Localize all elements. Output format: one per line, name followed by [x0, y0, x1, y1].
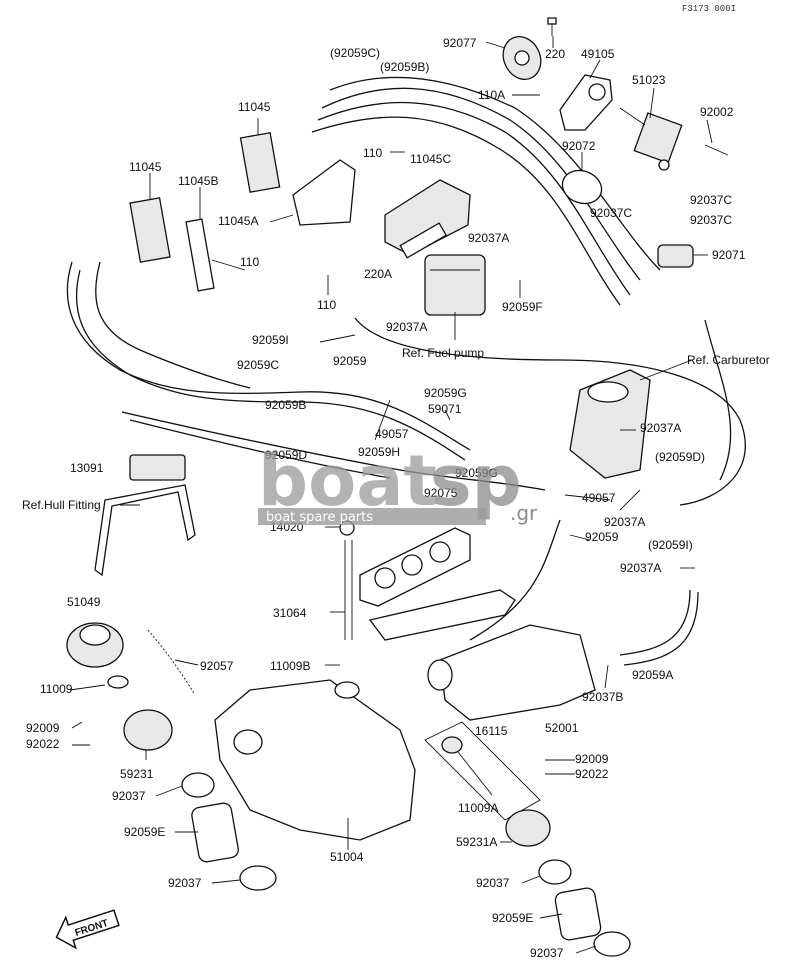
label-11045C: 11045C: [410, 152, 451, 166]
label-92037-b: 92037: [476, 876, 510, 890]
label-92071: 92071: [712, 248, 746, 262]
label-59231A: 59231A: [456, 835, 497, 849]
label-92059C-top: (92059C): [330, 46, 380, 60]
label-92037C-c: 92037C: [690, 213, 732, 227]
ref-fuel-pump: Ref. Fuel pump: [402, 346, 484, 360]
label-16115: 16115: [475, 724, 508, 738]
label-11045-b: 11045: [129, 160, 162, 174]
label-92059-b: 92059: [585, 530, 619, 544]
label-92022-a: 92022: [26, 737, 60, 751]
label-92037-c: 92037: [168, 876, 202, 890]
label-52001: 52001: [545, 721, 579, 735]
label-11045-a: 11045: [238, 100, 271, 114]
label-51023: 51023: [632, 73, 666, 87]
label-92059E-a: 92059E: [124, 825, 165, 839]
label-51004: 51004: [330, 850, 364, 864]
ref-hull-fitting: Ref.Hull Fitting: [22, 498, 101, 512]
label-92037A-e: 92037A: [620, 561, 661, 575]
label-11009A: 11009A: [458, 801, 498, 815]
watermark: boat sp .gr boat spare parts: [258, 440, 538, 525]
label-110-b: 110: [240, 255, 259, 269]
label-92059C-mid: 92059C: [237, 358, 279, 372]
label-11009B: 11009B: [270, 659, 310, 673]
hose-lines: [66, 76, 746, 666]
label-220: 220: [545, 47, 565, 61]
label-220A: 220A: [364, 267, 392, 281]
label-110-c: 110: [317, 298, 336, 312]
label-92059-a: 92059: [333, 354, 367, 368]
label-92059G-b: 92059G: [455, 466, 498, 480]
label-92072: 92072: [562, 139, 596, 153]
label-92075: 92075: [424, 486, 458, 500]
label-92037A-c: 92037A: [640, 421, 681, 435]
ref-carburetor: Ref. Carburetor: [687, 353, 770, 367]
label-92037-a: 92037: [112, 789, 146, 803]
label-59231: 59231: [120, 767, 154, 781]
label-92059B-mid: 92059B: [265, 398, 306, 412]
label-110-a: 110: [363, 146, 382, 160]
label-92057: 92057: [200, 659, 234, 673]
label-31064: 31064: [273, 606, 307, 620]
label-11009: 11009: [40, 682, 73, 696]
watermark-tagline-bar: [258, 508, 486, 525]
label-92037C-a: 92037C: [690, 193, 732, 207]
label-92059D-par: (92059D): [655, 450, 705, 464]
label-92059E-b: 92059E: [492, 911, 533, 925]
label-92059I-par: (92059I): [648, 538, 693, 552]
label-92009-b: 92009: [575, 752, 609, 766]
label-92059F: 92059F: [502, 300, 543, 314]
label-92059H: 92059H: [358, 445, 400, 459]
label-49057-a: 49057: [375, 427, 409, 441]
leader-lines: [69, 36, 713, 954]
label-92077: 92077: [443, 36, 477, 50]
label-92037B: 92037B: [582, 690, 623, 704]
part-labels: 92077 220 49105 (92059C) (92059B) 51023 …: [26, 36, 746, 960]
label-92037-d: 92037: [530, 946, 564, 960]
label-49057-b: 49057: [582, 491, 616, 505]
label-92059B-top: (92059B): [380, 60, 429, 74]
label-92009-a: 92009: [26, 721, 60, 735]
watermark-domain: .gr: [510, 501, 538, 525]
label-92022-b: 92022: [575, 767, 609, 781]
label-49105: 49105: [581, 47, 615, 61]
label-92037A-b: 92037A: [386, 320, 427, 334]
label-92059I: 92059I: [252, 333, 289, 347]
label-11045A: 11045A: [218, 214, 258, 228]
label-92059D: 92059D: [265, 448, 307, 462]
label-92059A: 92059A: [632, 668, 673, 682]
label-11045B: 11045B: [178, 174, 218, 188]
reference-labels: Ref. Fuel pump Ref. Carburetor Ref.Hull …: [22, 346, 770, 512]
label-110A: 110A: [478, 88, 505, 102]
label-92037C-b: 92037C: [590, 206, 632, 220]
label-13091: 13091: [70, 461, 104, 475]
watermark-tagline: boat spare parts: [266, 510, 373, 525]
diagram-code: F3173 000I: [682, 4, 736, 14]
label-92002: 92002: [700, 105, 734, 119]
label-92037A-d: 92037A: [604, 515, 645, 529]
label-51049: 51049: [67, 595, 101, 609]
front-arrow: FRONT: [55, 909, 120, 950]
label-92037A-a: 92037A: [468, 231, 509, 245]
parts: [66, 17, 729, 957]
label-59071: 59071: [428, 402, 462, 416]
label-92059G-a: 92059G: [424, 386, 467, 400]
